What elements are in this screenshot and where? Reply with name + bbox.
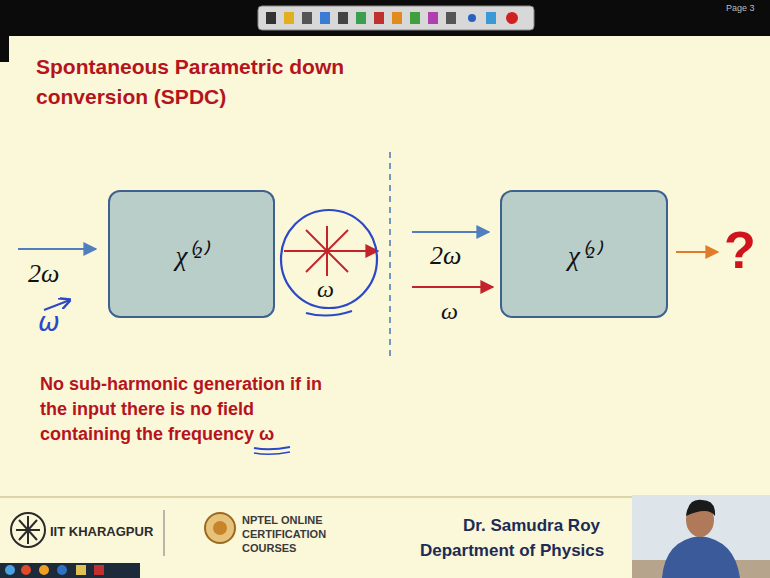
handwritten-underline [254,452,290,454]
slide-note: No sub-harmonic generation if in the inp… [40,372,345,448]
cross-mark [326,226,328,276]
frequency-label: 2ω [28,258,59,291]
divider-line [389,152,391,358]
presenter-video [632,495,770,578]
page-number: Page 3 [726,3,755,14]
screen-edge [0,36,9,62]
annotation-toolbar [258,6,534,30]
slide-title: Spontaneous Parametric down conversion (… [36,52,446,113]
output-arrow [676,251,718,253]
presenter-name: Dr. Samudra Roy [463,515,600,536]
signal-arrow [284,250,378,252]
frequency-label: 2ω [430,240,461,273]
susceptibility-symbol: χ⁽²⁾ [176,236,208,273]
handwritten-underline [306,311,352,316]
frequency-label: ω [317,274,334,304]
taskbar [0,563,140,578]
handwritten-note: ω [38,306,60,339]
toolbar-icons [266,12,518,24]
pump-arrow [412,231,489,233]
course-name: NPTEL ONLINE CERTIFICATION COURSES [242,514,352,555]
crystal-box: χ⁽²⁾ [108,190,275,318]
pump-arrow [18,248,96,250]
department-name: Department of Physics [420,540,604,561]
iit-logo [11,513,45,547]
question-mark: ? [724,218,756,283]
screen-band [0,0,770,36]
susceptibility-symbol: χ⁽²⁾ [568,236,600,273]
institute-name: IIT KHARAGPUR [50,524,153,540]
crystal-box: χ⁽²⁾ [500,190,668,318]
frequency-label: ω [441,296,458,326]
footer-separator [164,510,165,556]
nptel-logo [205,513,235,543]
handwritten-underline [254,447,290,449]
signal-arrow [412,286,493,288]
handwritten-circle [281,210,377,308]
